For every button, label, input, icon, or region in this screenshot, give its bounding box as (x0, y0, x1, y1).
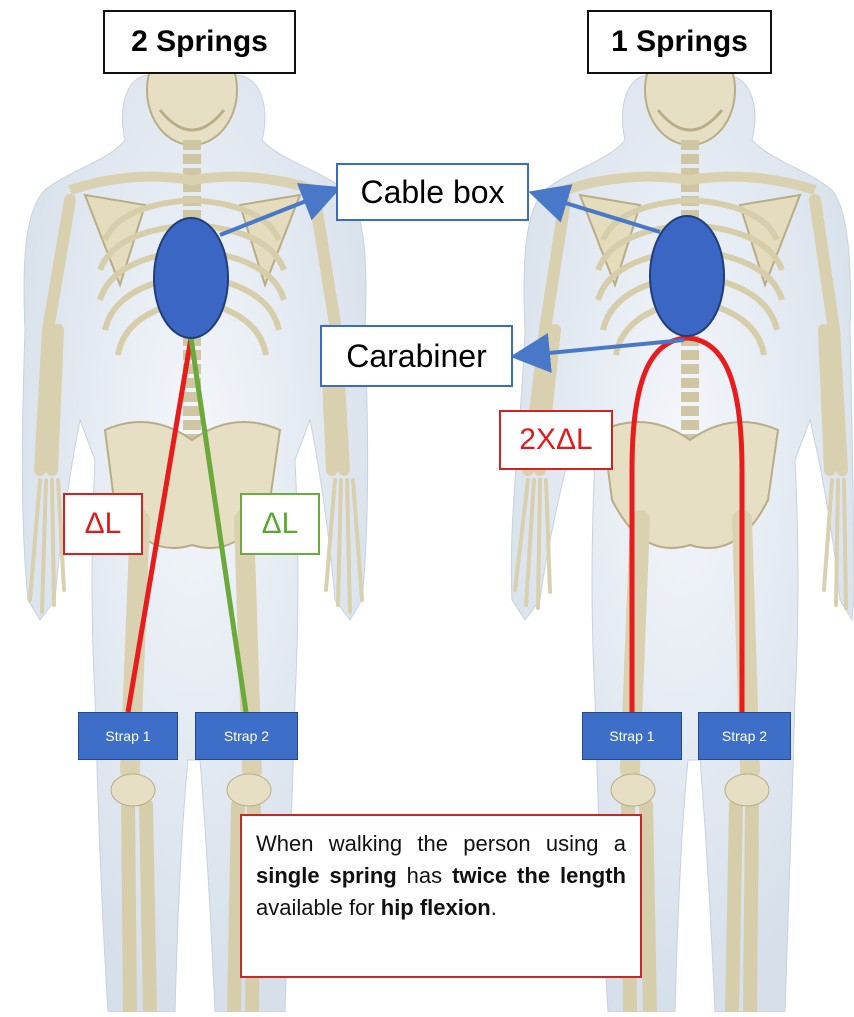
explanation-note: When walking the person using a single s… (240, 814, 642, 978)
delta-l-green-label: ΔL (240, 493, 320, 555)
title-one-spring: 1 Springs (587, 10, 772, 74)
note-text-4: . (491, 895, 497, 920)
right-knee-2 (725, 774, 769, 806)
left-strap-2: Strap 2 (195, 712, 298, 760)
cable-box-label: Cable box (336, 163, 529, 221)
title-two-springs: 2 Springs (103, 10, 296, 74)
left-cable-box (154, 218, 228, 338)
carabiner-label: Carabiner (320, 325, 513, 387)
left-knee-2 (227, 774, 271, 806)
note-text-1: When walking the person using a (256, 831, 626, 856)
delta-l-red-label: ΔL (63, 493, 143, 555)
note-text-3: available for (256, 895, 381, 920)
left-strap-1: Strap 1 (78, 712, 178, 760)
right-cable-box (650, 216, 724, 336)
note-bold-twice-length: twice the length (452, 863, 626, 888)
note-bold-hip-flexion: hip flexion (381, 895, 491, 920)
right-lower-leg-bones (628, 800, 752, 1012)
left-lower-leg-bones (128, 800, 254, 1012)
right-strap-2: Strap 2 (698, 712, 791, 760)
left-knee-1 (111, 774, 155, 806)
note-text-2: has (397, 863, 452, 888)
right-knee-1 (611, 774, 655, 806)
right-strap-1: Strap 1 (582, 712, 682, 760)
note-bold-single-spring: single spring (256, 863, 397, 888)
two-x-delta-l-label: 2XΔL (499, 410, 613, 470)
